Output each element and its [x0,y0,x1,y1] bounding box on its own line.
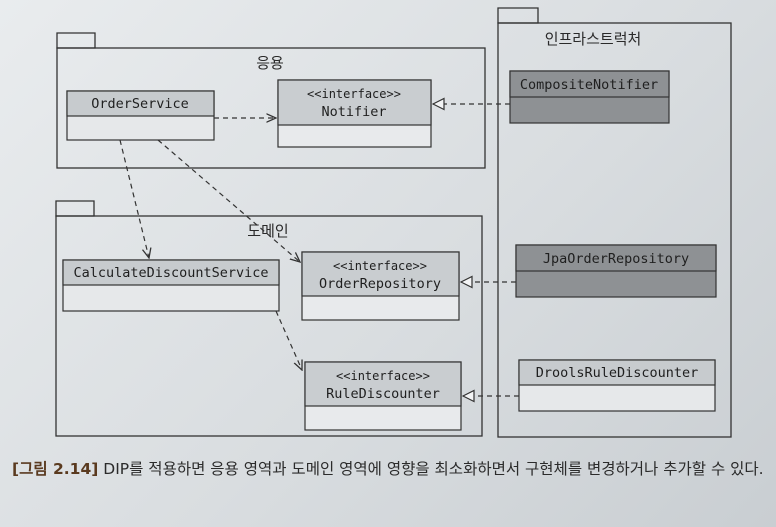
class-order-repository: <<interface>> OrderRepository [301,251,460,321]
class-notifier-stereotype: <<interface>> [307,87,401,101]
class-order-repository-name: OrderRepository [319,276,441,292]
dependency-orderservice-orderrepository [157,139,300,262]
class-drools-rule-discounter: DroolsRuleDiscounter [518,359,716,412]
class-calculate-discount-service-name: CalculateDiscountService [73,265,268,281]
dependency-calculatediscountservice-rulediscounter [275,310,302,370]
package-application-title: 응용 [256,54,284,72]
package-domain: 도메인 [55,200,483,437]
class-composite-notifier-name: CompositeNotifier [520,77,658,93]
class-rule-discounter-name: RuleDiscounter [326,386,440,402]
figure-caption: [그림 2.14] DIP를 적용하면 응용 영역과 도메인 영역에 영향을 최… [12,455,772,483]
class-rule-discounter: <<interface>> RuleDiscounter [304,361,462,431]
figure-caption-label: [그림 2.14] [12,460,99,478]
class-notifier-name: Notifier [321,104,386,120]
class-calculate-discount-service: CalculateDiscountService [62,259,280,312]
package-domain-title: 도메인 [247,222,288,240]
figure-caption-text: DIP를 적용하면 응용 영역과 도메인 영역에 영향을 최소화하면서 구현체를… [103,460,764,478]
class-notifier: <<interface>> Notifier [277,79,432,148]
class-rule-discounter-stereotype: <<interface>> [336,369,430,383]
package-infrastructure: 인프라스트럭처 [497,7,732,438]
class-jpa-order-repository-name: JpaOrderRepository [543,251,689,267]
class-order-repository-stereotype: <<interface>> [333,259,427,273]
class-order-service-name: OrderService [91,96,189,112]
class-order-service: OrderService [66,90,215,141]
package-infrastructure-title: 인프라스트럭처 [545,30,642,48]
dependency-orderservice-calculatediscountservice [119,139,149,258]
class-drools-rule-discounter-name: DroolsRuleDiscounter [536,365,699,381]
class-composite-notifier: CompositeNotifier [509,70,670,124]
package-application: 응용 [56,32,486,169]
class-jpa-order-repository: JpaOrderRepository [515,244,717,298]
